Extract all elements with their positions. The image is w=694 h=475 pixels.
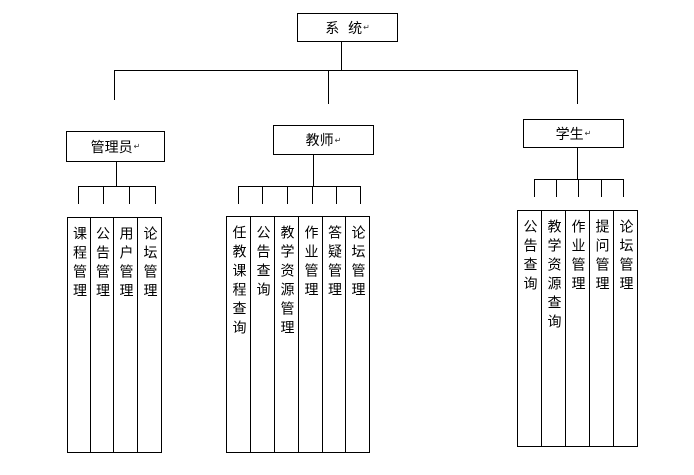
teacher-tick (262, 186, 263, 204)
leaf-label: 论坛管理 (617, 219, 634, 295)
leaf-admin-forum-mgmt: 论坛管理 (137, 217, 162, 453)
leaf-label: 答疑管理 (326, 225, 342, 301)
teacher-tick (287, 186, 288, 204)
leaf-label: 教学资源查询 (545, 219, 562, 333)
leaf-label: 用户管理 (117, 226, 134, 302)
group-node-teacher: 教师↵ (273, 125, 374, 155)
leaf-admin-user-mgmt: 用户管理 (113, 217, 138, 453)
return-mark: ↵ (363, 23, 370, 32)
root-node: 系 统↵ (297, 13, 398, 42)
admin-tick (103, 186, 104, 204)
student-tick (623, 179, 624, 197)
leaf-admin-notice-mgmt: 公告管理 (90, 217, 114, 453)
admin-bar (78, 186, 156, 187)
teacher-tick (360, 186, 361, 204)
leaf-teacher-homework-mgmt: 作业管理 (298, 216, 323, 453)
student-tick (578, 179, 579, 197)
leaf-label: 任教课程查询 (230, 225, 247, 339)
return-mark: ↵ (584, 129, 592, 138)
leaf-student-question-mgmt: 提问管理 (589, 210, 614, 447)
teacher-bar (238, 186, 361, 187)
teacher-tick (312, 186, 313, 204)
teacher-tick (238, 186, 239, 204)
leaf-label: 论坛管理 (141, 226, 158, 302)
return-mark: ↵ (334, 135, 342, 145)
admin-tick (78, 186, 79, 204)
leaf-teacher-resource-mgmt: 教学资源管理 (274, 216, 299, 453)
leaf-label: 教学资源管理 (278, 225, 295, 339)
student-bar (534, 179, 624, 180)
leaf-label: 提问管理 (593, 219, 610, 295)
student-tick (534, 179, 535, 197)
return-mark: ↵ (133, 142, 141, 151)
leaf-label: 作业管理 (569, 219, 586, 295)
root-stem (341, 41, 342, 71)
admin-stem (116, 162, 117, 186)
leaf-student-homework-mgmt: 作业管理 (565, 210, 590, 447)
leaf-student-resource-query: 教学资源查询 (541, 210, 566, 447)
root-label: 系 统 (325, 20, 363, 37)
student-tick (556, 179, 557, 197)
leaf-label: 公告管理 (94, 226, 110, 302)
branch-drop-admin (114, 70, 115, 100)
group-label-student: 学生 (555, 126, 584, 143)
student-stem (577, 148, 578, 179)
teacher-stem (313, 155, 314, 186)
group-label-admin: 管理员 (90, 139, 133, 156)
root-branch-bar (114, 70, 578, 71)
leaf-student-notice-query: 公告查询 (517, 210, 542, 447)
leaf-label: 作业管理 (302, 225, 319, 301)
leaf-label: 公告查询 (254, 225, 271, 301)
teacher-tick (336, 186, 337, 204)
admin-tick (129, 186, 130, 204)
leaf-label: 公告查询 (521, 219, 538, 295)
leaf-label: 课程管理 (71, 226, 87, 302)
group-node-student: 学生↵ (523, 119, 624, 148)
student-tick (601, 179, 602, 197)
leaf-label: 论坛管理 (349, 225, 366, 301)
admin-tick (155, 186, 156, 204)
leaf-teacher-qa-mgmt: 答疑管理 (322, 216, 346, 453)
branch-drop-student (577, 70, 578, 104)
leaf-teacher-notice-query: 公告查询 (250, 216, 275, 453)
leaf-admin-course-mgmt: 课程管理 (67, 217, 91, 453)
leaf-student-forum-mgmt: 论坛管理 (613, 210, 638, 447)
group-label-teacher: 教师 (305, 133, 334, 149)
branch-drop-teacher (328, 70, 329, 104)
group-node-admin: 管理员↵ (66, 131, 165, 162)
leaf-teacher-course-query: 任教课程查询 (226, 216, 251, 453)
leaf-teacher-forum-mgmt: 论坛管理 (345, 216, 370, 453)
